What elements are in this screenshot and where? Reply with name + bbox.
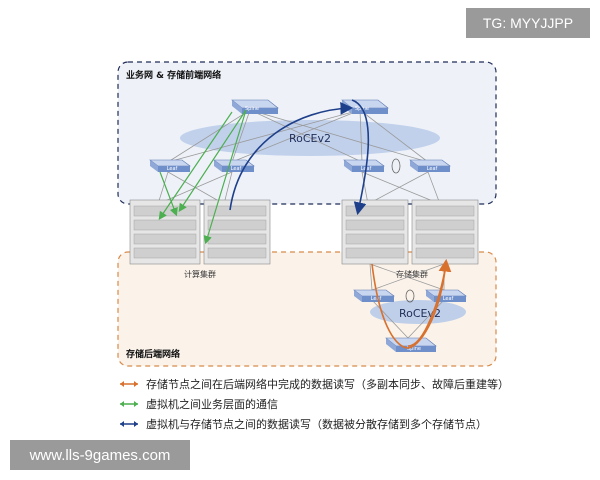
orange-storage-backend-arrows [371, 258, 452, 349]
legend-row-orange: 存储节点之间在后端网络中完成的数据读写（多副本同步、故障后重建等） [118, 375, 588, 393]
leaf-switch-1: Leaf [149, 159, 191, 172]
svg-text:Leaf: Leaf [443, 296, 454, 302]
legend-text-vm-storage: 虚拟机与存储节点之间的数据读写（数据被分散存储到多个存储节点） [146, 418, 487, 431]
back-spine-switch: Spine [385, 337, 437, 352]
legend-row-blue: 虚拟机与存储节点之间的数据读写（数据被分散存储到多个存储节点） [118, 415, 588, 433]
legend-text-vm-communication: 虚拟机之间业务层面的通信 [146, 398, 278, 411]
orange-arrow-icon [120, 381, 138, 387]
blue-vm-storage-arrows [229, 99, 370, 216]
compute-server-rack-2 [203, 199, 271, 265]
front-network-label: 业务网 & 存储前端网络 [126, 69, 221, 81]
svg-text:Leaf: Leaf [427, 166, 438, 172]
storage-cluster-label: 存储集群 [396, 269, 428, 279]
storage-server-rack-1 [341, 199, 409, 265]
leaf-switch-2: Leaf [213, 159, 255, 172]
legend-text-storage-backend: 存储节点之间在后端网络中完成的数据读写（多副本同步、故障后重建等） [146, 378, 509, 391]
legend: 存储节点之间在后端网络中完成的数据读写（多副本同步、故障后重建等） 虚拟机之间业… [118, 375, 588, 435]
leaf-stack-link [391, 158, 401, 174]
green-arrow-icon [120, 401, 138, 407]
svg-text:Spine: Spine [245, 106, 259, 112]
rocev2-front-label: RoCEv2 [289, 132, 331, 145]
rocev2-back-label: RoCEv2 [399, 307, 441, 320]
back-leaf-stack-link [405, 289, 415, 303]
watermark-top-right: TG: MYYJJPP [466, 8, 590, 38]
back-leaf-switch-1: Leaf [353, 289, 395, 302]
svg-text:Leaf: Leaf [371, 296, 382, 302]
watermark-bottom-left: www.lls-9games.com [10, 440, 190, 470]
leaf-switch-4: Leaf [409, 159, 451, 172]
compute-cluster-label: 计算集群 [184, 269, 216, 279]
legend-row-green: 虚拟机之间业务层面的通信 [118, 395, 588, 413]
rocev2-back-ellipse [370, 300, 466, 324]
svg-text:Spine: Spine [407, 346, 421, 352]
svg-text:Leaf: Leaf [167, 166, 178, 172]
green-vm-communication-arrows [158, 109, 247, 245]
storage-server-rack-2 [411, 199, 479, 265]
svg-text:Leaf: Leaf [231, 166, 242, 172]
blue-arrow-icon [120, 421, 138, 427]
spine-switch-left: Spine [231, 99, 279, 114]
back-network-label: 存储后端网络 [126, 348, 180, 360]
back-leaf-switch-2: Leaf [425, 289, 467, 302]
backend-network-region [117, 251, 497, 367]
leaf-switch-3: Leaf [343, 159, 385, 172]
